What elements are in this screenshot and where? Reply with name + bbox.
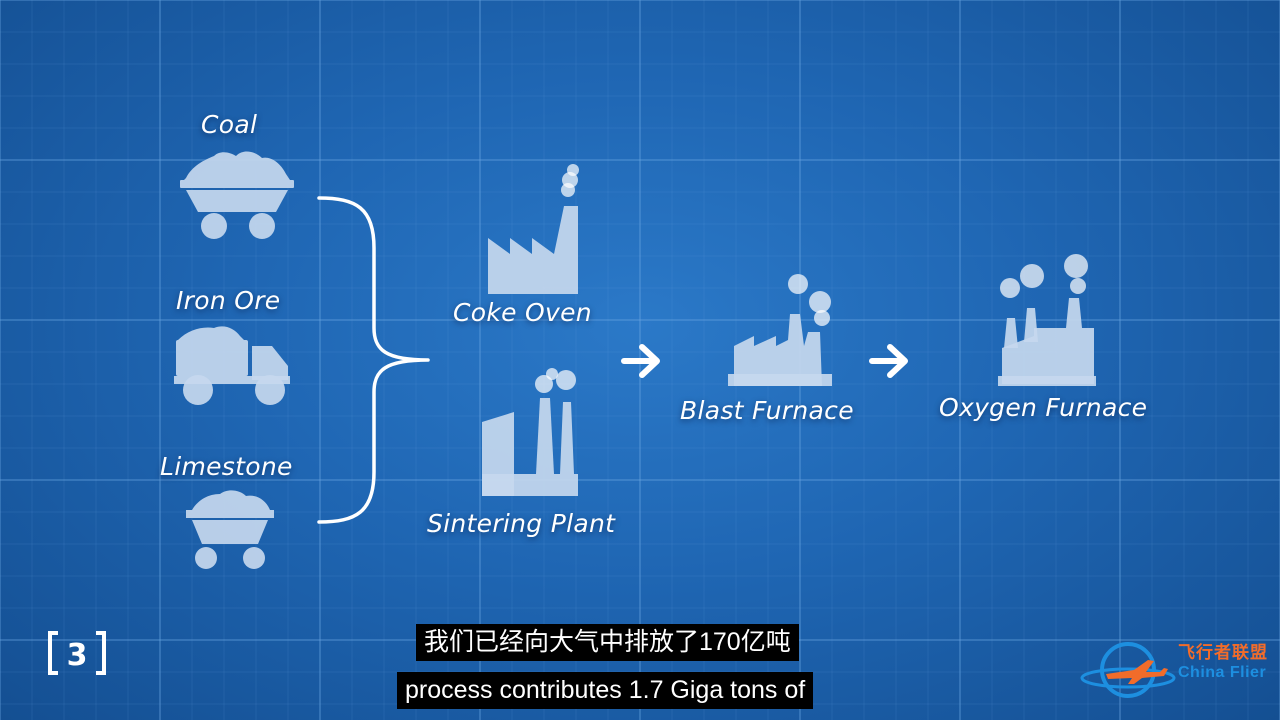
chapter-number: 3 bbox=[67, 638, 88, 673]
airplane-orbit-icon bbox=[1080, 642, 1176, 698]
subtitle-english: process contributes 1.7 Giga tons of bbox=[397, 672, 814, 709]
iron-ore-label: Iron Ore bbox=[176, 286, 281, 315]
coke-oven-factory-icon bbox=[480, 160, 590, 296]
watermark-chinese-text: 飞行者联盟 bbox=[1178, 643, 1268, 663]
coal-cart-icon bbox=[178, 146, 296, 242]
input-bracket bbox=[317, 196, 430, 524]
sintering-plant-factory-icon bbox=[474, 366, 584, 498]
oxygen-furnace-label: Oxygen Furnace bbox=[939, 393, 1148, 422]
china-flier-watermark: 飞行者联盟 China Flier bbox=[1078, 632, 1274, 712]
limestone-cart-icon bbox=[184, 488, 276, 572]
subtitle-chinese: 我们已经向大气中排放了170亿吨 bbox=[416, 624, 799, 661]
sintering-plant-label: Sintering Plant bbox=[427, 509, 616, 538]
coal-label: Coal bbox=[201, 110, 258, 139]
oxygen-furnace-factory-icon bbox=[994, 244, 1104, 390]
blast-furnace-label: Blast Furnace bbox=[680, 396, 854, 425]
watermark-english-text: China Flier bbox=[1178, 664, 1267, 681]
limestone-label: Limestone bbox=[160, 452, 293, 481]
arrow-right-icon bbox=[869, 344, 908, 378]
coke-oven-label: Coke Oven bbox=[453, 298, 592, 327]
arrow-right-icon bbox=[621, 344, 660, 378]
chapter-marker: 3 bbox=[46, 630, 108, 680]
dump-truck-icon bbox=[172, 322, 294, 408]
blast-furnace-factory-icon bbox=[724, 262, 840, 390]
